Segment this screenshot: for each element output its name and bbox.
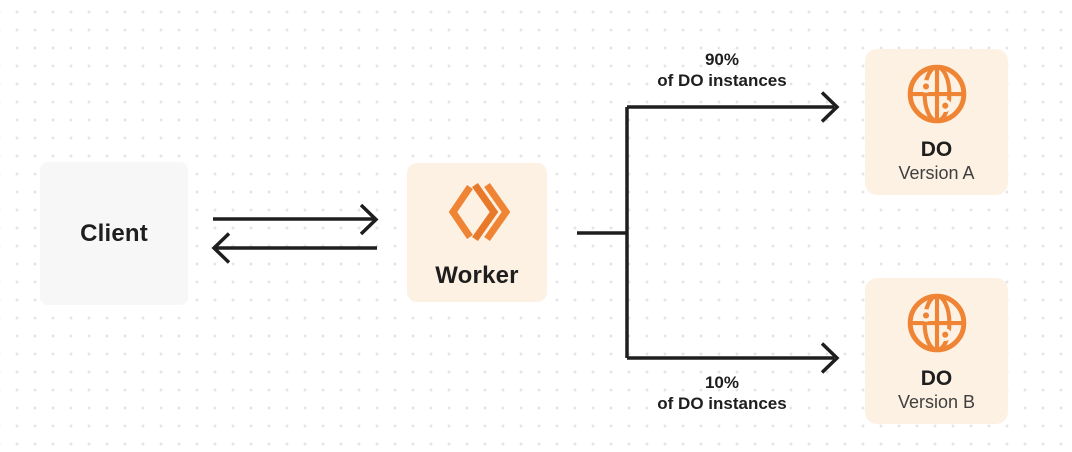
- split-percent-top: 90%: [704, 50, 740, 69]
- do-a-text: DO Version A: [898, 138, 975, 184]
- do-a-title: DO: [920, 138, 953, 161]
- arrow-to-version-b-head: [820, 342, 840, 374]
- split-label-10: 10% of DO instances: [657, 372, 786, 414]
- client-to-worker-arrowhead: [359, 203, 379, 236]
- client-node: Client: [40, 162, 188, 305]
- split-percent-bottom: 10%: [704, 373, 740, 392]
- do-version-b-node: DO Version B: [865, 278, 1008, 424]
- worker-to-client-arrowhead: [211, 232, 231, 264]
- do-a-subtitle: Version A: [898, 163, 975, 183]
- globe-icon: [904, 290, 970, 356]
- split-label-90: 90% of DO instances: [657, 49, 786, 91]
- split-caption-top: of DO instances: [657, 71, 787, 90]
- client-label: Client: [80, 219, 148, 247]
- branch-connector: [577, 105, 834, 360]
- globe-icon: [904, 61, 970, 127]
- do-b-title: DO: [920, 367, 953, 390]
- split-caption-bottom: of DO instances: [657, 394, 787, 413]
- arrow-to-version-a-head: [820, 91, 840, 123]
- do-b-text: DO Version B: [897, 367, 976, 413]
- do-b-subtitle: Version B: [897, 392, 976, 412]
- do-version-a-node: DO Version A: [865, 49, 1008, 195]
- worker-node: Worker: [407, 163, 547, 302]
- worker-label: Worker: [435, 261, 519, 289]
- workers-logo-icon: [441, 176, 513, 248]
